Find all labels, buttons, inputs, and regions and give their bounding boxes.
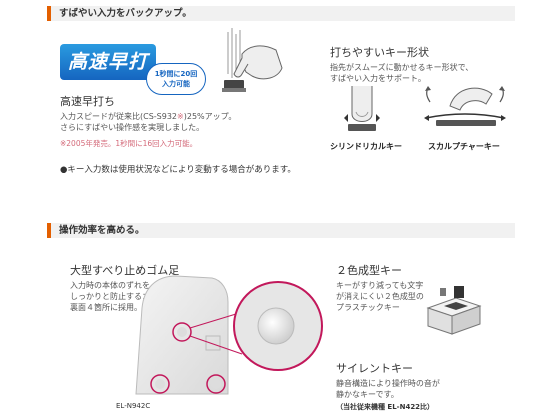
rubber-feet-title: 大型すべり止めゴム足 (70, 264, 180, 277)
two-color-key-title: ２色成型キー (336, 264, 402, 277)
section-header-backup: すばやい入力をバックアップ。 (47, 6, 515, 21)
key-shape-title: 打ちやすいキー形状 (330, 46, 429, 59)
sculpture-key-illustration (424, 86, 506, 126)
two-color-key-desc-line1: キーがすり減っても文字 (336, 281, 424, 290)
two-color-key-illustration (426, 286, 482, 335)
sculpture-key-label: スカルプチャーキー (428, 142, 500, 151)
speed-desc-line1: 入力スピードが従来比(CS-S932※)25%アップ。 (60, 111, 236, 123)
cylindrical-key-illustration (344, 86, 380, 131)
speed-desc-line2: さらにすばやい操作感を実現しました。 (60, 123, 205, 132)
speed-logo: 高速早打ち (60, 44, 156, 109)
section-header-text: 操作効率を高める。 (59, 225, 145, 236)
input-count-note: ●キー入力数は使用状況などにより変動する場合があります。 (60, 165, 296, 175)
speed-desc-part-b: )25%アップ。 (183, 112, 237, 121)
speed-desc-mark: ※ (177, 112, 184, 121)
section-header-efficiency: 操作効率を高める。 (47, 223, 515, 238)
speed-desc-model: (CS-S932 (140, 112, 178, 121)
silent-key-desc-line1: 静音構造により操作時の音が (336, 379, 440, 388)
bubble-line2: 入力可能 (162, 80, 190, 88)
rubber-feet-desc-line3: 裏面４箇所に採用。 (70, 303, 142, 312)
silent-key-note: （当社従来機種 EL-N422比） (336, 403, 435, 411)
key-shape-desc-line1: 指先がスムーズに動かせるキー形状で、 (330, 63, 474, 72)
speed-footnote: ※2005年発売。1秒間に16回入力可能。 (60, 139, 198, 148)
logo-text: 高速早打ち (67, 51, 148, 109)
two-color-key-desc-line3: プラスチックキー (336, 303, 400, 312)
speed-desc-part-a: 入力スピードが従来比 (60, 112, 140, 121)
rubber-feet-desc-line1: 入力時の本体のずれを (70, 281, 150, 290)
section-header-text: すばやい入力をバックアップ。 (59, 8, 192, 19)
speed-bubble: 1秒間に20回 入力可能 (146, 63, 206, 95)
two-color-key-desc-line2: が消えにくい２色成型の (336, 292, 424, 301)
cylindrical-key-label: シリンドリカルキー (330, 142, 402, 151)
model-label: EL-N942C (116, 402, 151, 410)
finger-tap-illustration (222, 28, 283, 92)
bubble-line1: 1秒間に20回 (154, 70, 198, 78)
key-shape-desc-line2: すばやい入力をサポート。 (330, 74, 426, 83)
silent-key-desc-line2: 静かなキーです。 (336, 390, 399, 399)
calculator-back-illustration (135, 275, 323, 395)
silent-key-title: サイレントキー (336, 362, 413, 375)
rubber-feet-desc-line2: しっかりと防止するゴムを (70, 292, 166, 301)
speed-title: 高速早打ち (60, 95, 115, 108)
